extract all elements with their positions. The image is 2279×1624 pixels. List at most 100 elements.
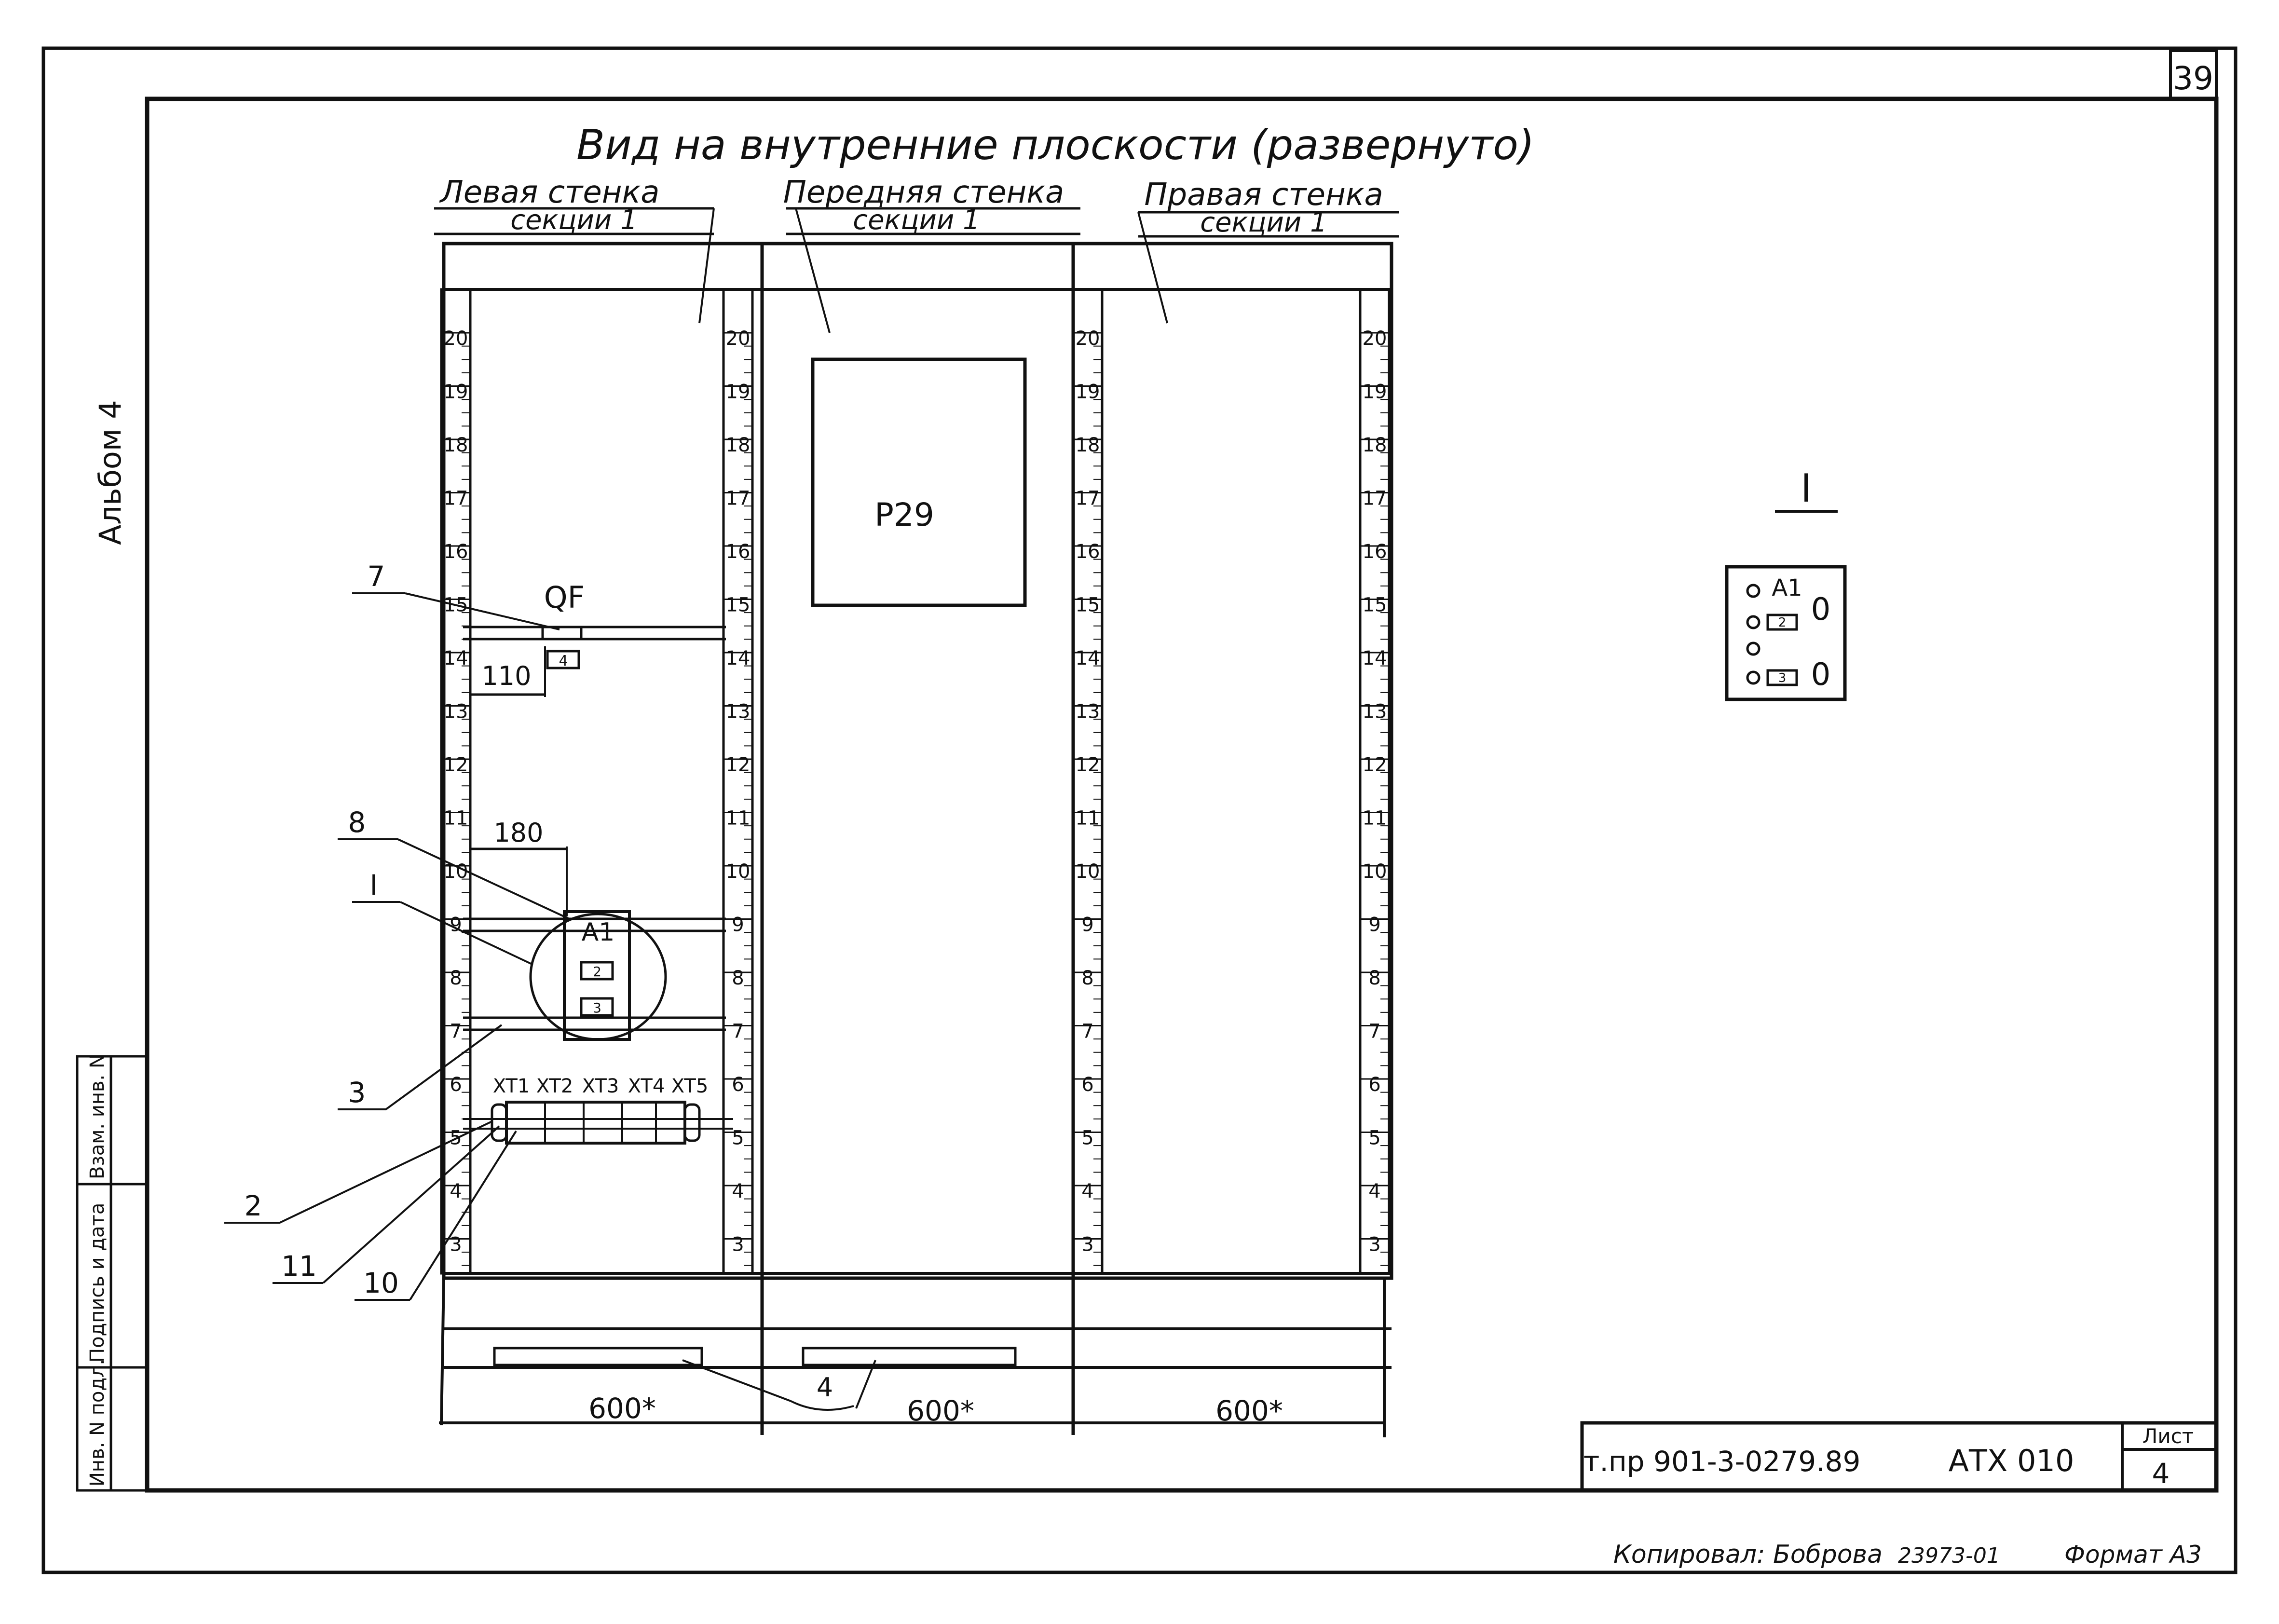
ruler-right-inner-number: 8 <box>1081 967 1093 989</box>
ruler-left-inner-number: 18 <box>726 434 751 456</box>
ruler-right-inner-number: 3 <box>1081 1234 1093 1256</box>
wall-right-line1: Правая стенка <box>1144 177 1383 213</box>
panel-p29 <box>811 357 1027 607</box>
outer-frame <box>41 46 2238 1574</box>
title-block-sheet-label: Лист <box>2143 1424 2194 1448</box>
ruler-right-inner-number: 18 <box>1076 434 1100 456</box>
callout-3: 3 <box>338 1024 503 1110</box>
detail-i-label: A1 <box>1772 574 1802 601</box>
width-label-left: 600* <box>588 1392 656 1425</box>
terminal-xt4: XT4 <box>628 1075 665 1097</box>
ruler-left-inner-number: 4 <box>732 1180 744 1202</box>
callout-11: 11 <box>273 1125 500 1284</box>
ruler-left-inner-number: 20 <box>726 328 751 350</box>
title-block: т.пр 901-3-0279.89 АТХ 010 Лист 4 <box>1580 1421 2218 1492</box>
ruler-left-outer-number: 12 <box>444 754 468 776</box>
album-label: Альбом 4 <box>93 400 128 545</box>
wall-heading-right: Правая стенка секции 1 <box>1138 177 1399 238</box>
ruler-right-outer-number: 14 <box>1363 647 1387 669</box>
ruler-right-outer-number: 8 <box>1368 967 1380 989</box>
ruler-right-outer-number: 6 <box>1368 1074 1380 1096</box>
page-number: 39 <box>2173 60 2213 97</box>
ruler-left-outer-body <box>440 288 472 1275</box>
ruler-left-inner-number: 15 <box>726 594 751 616</box>
terminal-xt3: XT3 <box>582 1075 619 1097</box>
ruler-right-outer-number: 7 <box>1368 1021 1380 1043</box>
ruler-left-outer-number: 9 <box>450 914 462 936</box>
callout-10-label: 10 <box>363 1267 399 1299</box>
device-a1-tag-2: 2 <box>593 964 601 980</box>
ruler-left-inner-number: 16 <box>726 541 751 563</box>
wall-left-line2: секции 1 <box>510 205 637 236</box>
din-rails <box>463 626 726 1031</box>
width-label-front: 600* <box>907 1394 974 1427</box>
wall-front-line2: секции 1 <box>853 205 980 236</box>
ruler-left-outer-number: 11 <box>444 807 468 830</box>
detail-i-title: I <box>1801 466 1812 511</box>
ruler-right-outer-body <box>1359 288 1391 1275</box>
side-stamp-replace: Взам. инв. N <box>86 1054 109 1179</box>
ruler-left-outer-number: 14 <box>444 647 468 669</box>
footer-format: Формат А3 <box>2064 1541 2202 1569</box>
ruler-left-inner-number: 13 <box>726 701 751 723</box>
callout-8-label: 8 <box>348 806 366 839</box>
plinth-slot-left <box>493 1347 703 1366</box>
ruler-left-outer-number: 19 <box>444 381 468 403</box>
detail-i-mark-1: 0 <box>1811 592 1831 628</box>
ruler-left-outer-number: 6 <box>450 1074 462 1096</box>
footer-order: 23973-01 <box>1898 1543 2000 1568</box>
device-a1-label: A1 <box>582 918 615 947</box>
title-block-doc-number: т.пр 901-3-0279.89 <box>1583 1445 1861 1478</box>
ruler-left-inner-number: 11 <box>726 807 751 830</box>
callout-2: 2 <box>224 1120 492 1224</box>
ruler-left-outer-number: 13 <box>444 701 468 723</box>
ruler-right-inner-number: 17 <box>1076 488 1100 510</box>
ruler-right-inner-number: 20 <box>1076 328 1100 350</box>
ruler-right-inner-number: 7 <box>1081 1021 1093 1043</box>
ruler-right-inner-number: 4 <box>1081 1180 1093 1202</box>
dimension-180-label: 180 <box>493 818 543 848</box>
ruler-left-inner-number: 7 <box>732 1021 744 1043</box>
detail-i-mark-2: 0 <box>1811 657 1831 693</box>
device-a1: A1 2 3 <box>529 910 667 1041</box>
callout-4: 4 <box>682 1359 876 1411</box>
callout-4-label: 4 <box>817 1372 833 1403</box>
ruler-right-outer-number: 16 <box>1363 541 1387 563</box>
wall-heading-front: Передняя стенка секции 1 <box>783 175 1080 236</box>
side-stamp-sign: Подпись и дата <box>86 1203 109 1363</box>
detail-i-tag-3: 3 <box>1778 671 1787 685</box>
ruler-right-inner-number: 5 <box>1081 1127 1093 1149</box>
wall-heading-left: Левая стенка секции 1 <box>434 175 714 236</box>
ruler-left-inner-number: 10 <box>726 860 751 883</box>
device-a1-tag-3: 3 <box>593 1000 601 1016</box>
leader-wall-front <box>795 208 831 333</box>
callout-2-label: 2 <box>245 1189 262 1222</box>
wall-right-line2: секции 1 <box>1200 207 1327 238</box>
ruler-right-inner-number: 9 <box>1081 914 1093 936</box>
callout-I-label: I <box>369 869 378 901</box>
inner-frame <box>145 96 2219 1493</box>
ruler-right-outer-number: 20 <box>1363 328 1387 350</box>
ruler-left-inner-number: 5 <box>732 1127 744 1149</box>
terminal-xt1: XT1 <box>493 1075 530 1097</box>
breaker-tag: 4 <box>559 653 568 669</box>
callout-3-label: 3 <box>348 1076 366 1109</box>
ruler-left-inner-number: 3 <box>732 1234 744 1256</box>
ruler-right-inner-number: 14 <box>1076 647 1100 669</box>
terminal-xt2: XT2 <box>536 1075 573 1097</box>
ruler-right-inner-number: 12 <box>1076 754 1100 776</box>
dimension-180: 180 <box>470 818 568 916</box>
callout-7: 7 <box>352 560 560 630</box>
ruler-right-outer-number: 17 <box>1363 488 1387 510</box>
ruler-left-outer-number: 20 <box>444 328 468 350</box>
ruler-right-outer-number: 10 <box>1363 860 1387 883</box>
rulers: 2019181716151413121110987654320191817161… <box>440 288 1391 1275</box>
callout-8: 8 <box>338 806 570 920</box>
cabinet-outline <box>439 242 1393 1437</box>
ruler-right-inner-number: 13 <box>1076 701 1100 723</box>
ruler-right-outer-number: 15 <box>1363 594 1387 616</box>
ruler-right-inner-number: 11 <box>1076 807 1100 830</box>
ruler-right-inner-body <box>1072 288 1104 1275</box>
